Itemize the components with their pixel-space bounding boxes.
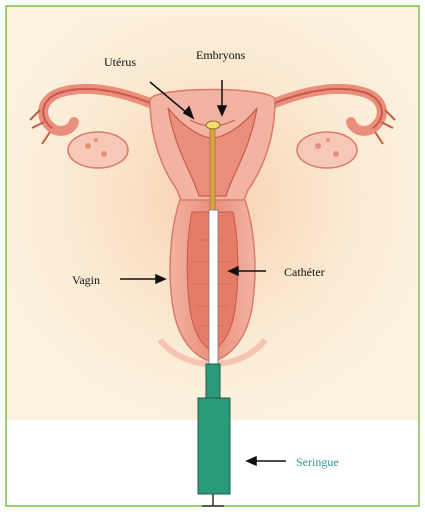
syringe-label: Seringue xyxy=(296,455,339,469)
uterus-label: Utérus xyxy=(104,55,136,69)
vagina-label: Vagin xyxy=(72,273,100,287)
catheter-label: Cathéter xyxy=(284,265,325,279)
embryos-label: Embryons xyxy=(196,48,246,62)
embryo-drop xyxy=(206,121,220,129)
